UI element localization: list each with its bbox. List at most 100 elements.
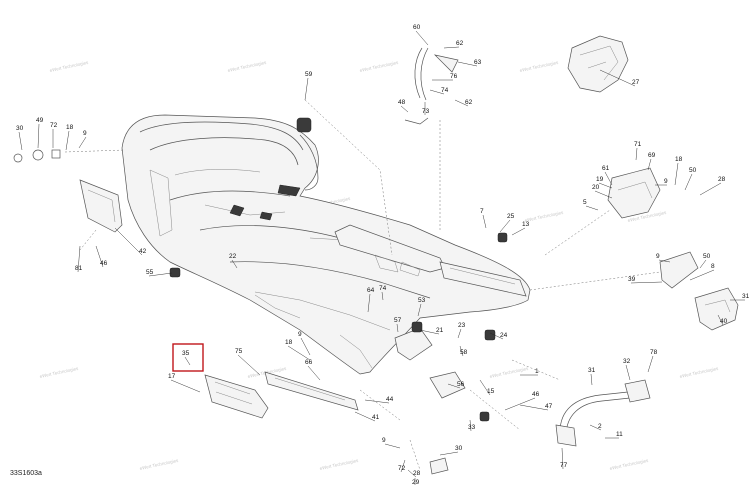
leader-line-part-74 xyxy=(381,291,384,301)
leader-line-part-8 xyxy=(689,269,715,281)
part-label-19[interactable]: 19 xyxy=(596,176,604,183)
leader-line-part-55 xyxy=(148,272,173,277)
part-label-2[interactable]: 2 xyxy=(598,423,602,430)
part-label-18[interactable]: 18 xyxy=(285,339,293,346)
part-label-39[interactable]: 39 xyxy=(628,276,636,283)
part-label-72[interactable]: 72 xyxy=(50,122,58,129)
part-label-59[interactable]: 59 xyxy=(305,71,313,78)
watermark-text: eWert Technologies xyxy=(489,366,529,379)
part-label-62[interactable]: 62 xyxy=(465,99,473,106)
part-label-55[interactable]: 55 xyxy=(146,269,154,276)
part-label-44[interactable]: 44 xyxy=(386,396,394,403)
part-label-31[interactable]: 31 xyxy=(742,293,750,300)
leader-line-part-58 xyxy=(459,345,464,357)
leader-line-part-40 xyxy=(717,314,724,326)
part-label-28[interactable]: 28 xyxy=(718,176,726,183)
part-label-40[interactable]: 40 xyxy=(720,318,728,325)
part-label-7[interactable]: 7 xyxy=(480,208,484,215)
part-label-18[interactable]: 18 xyxy=(675,156,683,163)
part-label-28[interactable]: 28 xyxy=(413,470,421,477)
part-label-48[interactable]: 48 xyxy=(398,99,406,106)
leader-line-part-21 xyxy=(419,329,440,335)
part-label-41[interactable]: 41 xyxy=(372,414,380,421)
part-label-32[interactable]: 32 xyxy=(623,358,631,365)
part-label-62[interactable]: 62 xyxy=(456,40,464,47)
part-label-30[interactable]: 30 xyxy=(455,445,463,452)
part-label-31[interactable]: 31 xyxy=(588,367,596,374)
part-label-23[interactable]: 23 xyxy=(458,322,466,329)
part-label-9[interactable]: 9 xyxy=(382,437,386,444)
part-label-50[interactable]: 50 xyxy=(703,253,711,260)
part-label-75[interactable]: 75 xyxy=(235,348,243,355)
step-frame-31-illustration xyxy=(555,379,651,447)
part-label-53[interactable]: 53 xyxy=(418,297,426,304)
leader-line-part-75 xyxy=(237,354,261,376)
part-label-63[interactable]: 63 xyxy=(474,59,482,66)
leader-line-part-74 xyxy=(429,89,445,95)
part-label-9[interactable]: 9 xyxy=(298,331,302,338)
leader-line-part-39 xyxy=(630,281,663,284)
part-label-9[interactable]: 9 xyxy=(664,178,668,185)
part-label-24[interactable]: 24 xyxy=(500,332,508,339)
part-label-50[interactable]: 50 xyxy=(689,167,697,174)
rear-fender-40-illustration xyxy=(694,287,739,331)
part-label-21[interactable]: 21 xyxy=(436,327,444,334)
watermark-text: eWert Technologies xyxy=(139,458,179,471)
part-label-57[interactable]: 57 xyxy=(394,317,402,324)
leader-line-part-20 xyxy=(594,190,613,199)
part-label-17[interactable]: 17 xyxy=(168,373,176,380)
part-label-35[interactable]: 35 xyxy=(182,350,190,357)
leader-line-part-77 xyxy=(561,447,564,470)
part-label-72[interactable]: 72 xyxy=(398,465,406,472)
part-label-15[interactable]: 15 xyxy=(487,388,495,395)
part-label-78[interactable]: 78 xyxy=(650,349,658,356)
leader-line-part-69 xyxy=(647,158,652,171)
small-hardware-illustrations xyxy=(13,117,508,475)
part-label-81[interactable]: 81 xyxy=(75,265,83,272)
part-label-61[interactable]: 61 xyxy=(602,165,610,172)
part-label-13[interactable]: 13 xyxy=(522,221,530,228)
part-label-77[interactable]: 77 xyxy=(560,462,568,469)
part-label-69[interactable]: 69 xyxy=(648,152,656,159)
part-label-42[interactable]: 42 xyxy=(139,248,147,255)
part-label-18[interactable]: 18 xyxy=(66,124,74,131)
leader-line-part-9 xyxy=(658,259,671,263)
part-label-25[interactable]: 25 xyxy=(507,213,515,220)
part-label-56[interactable]: 56 xyxy=(457,381,465,388)
part-label-73[interactable]: 73 xyxy=(422,108,430,115)
part-label-5[interactable]: 5 xyxy=(583,199,587,206)
part-label-9[interactable]: 9 xyxy=(83,130,87,137)
part-label-64[interactable]: 64 xyxy=(367,287,375,294)
part-label-29[interactable]: 29 xyxy=(412,479,420,485)
part-label-9[interactable]: 9 xyxy=(656,253,660,260)
part-label-33[interactable]: 33 xyxy=(468,424,476,431)
leader-line-part-57 xyxy=(396,323,399,333)
part-label-30[interactable]: 30 xyxy=(16,125,24,132)
leader-line-part-7 xyxy=(482,214,487,229)
part-label-27[interactable]: 27 xyxy=(632,79,640,86)
part-label-71[interactable]: 71 xyxy=(634,141,642,148)
part-label-74[interactable]: 74 xyxy=(441,87,449,94)
part-label-11[interactable]: 11 xyxy=(616,431,623,438)
part-label-47[interactable]: 47 xyxy=(545,403,553,410)
part-label-76[interactable]: 76 xyxy=(450,73,458,80)
part-label-58[interactable]: 58 xyxy=(460,349,468,356)
watermark-text: eWert Technologies xyxy=(39,366,79,379)
part-label-60[interactable]: 60 xyxy=(413,24,421,31)
part-label-66[interactable]: 66 xyxy=(305,359,313,366)
part-label-8[interactable]: 8 xyxy=(711,263,715,270)
part-label-74[interactable]: 74 xyxy=(379,285,387,292)
part-label-1[interactable]: 1 xyxy=(535,368,539,375)
part-label-20[interactable]: 20 xyxy=(592,184,600,191)
part-label-22[interactable]: 22 xyxy=(229,253,237,260)
leader-line-part-35 xyxy=(184,356,191,366)
part-label-46[interactable]: 46 xyxy=(532,391,540,398)
side-rail-75-illustration xyxy=(264,371,359,411)
watermark-text: eWert Technologies xyxy=(679,366,719,379)
leader-line-part-9 xyxy=(78,136,87,149)
part-label-46[interactable]: 46 xyxy=(100,260,108,267)
part-label-49[interactable]: 49 xyxy=(36,117,44,124)
side-panel-42-illustration xyxy=(79,179,123,233)
leader-line-part-50 xyxy=(684,173,693,191)
leader-line-part-5 xyxy=(585,205,599,211)
